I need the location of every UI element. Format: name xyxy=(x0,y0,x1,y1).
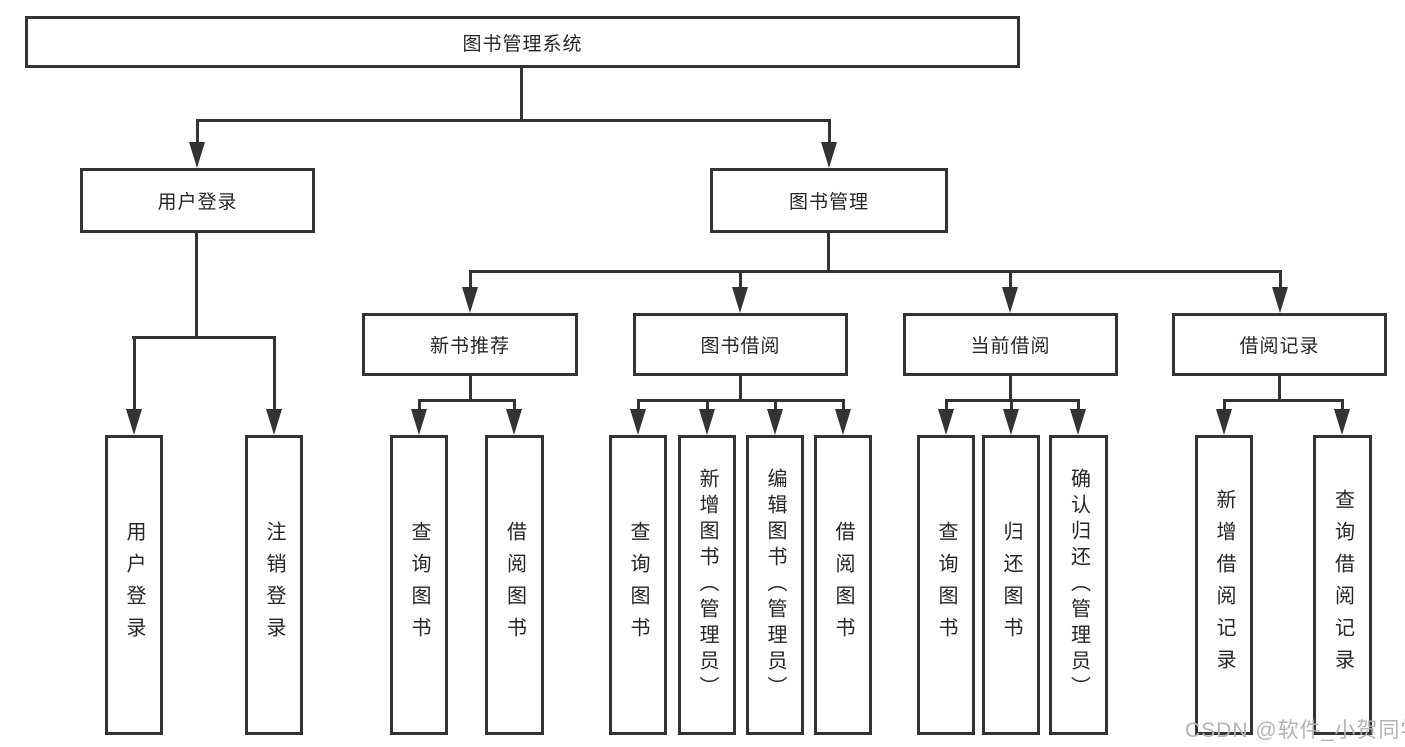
leaf-confirm-return-admin: 确认归还（管理员） xyxy=(1049,435,1108,735)
leaf-user-login: 用户登录 xyxy=(105,435,163,735)
leaf-query-book-3: 查询图书 xyxy=(917,435,975,735)
connector-line xyxy=(273,336,276,412)
arrow-down-icon xyxy=(462,287,478,313)
connector-line xyxy=(1009,376,1012,402)
arrow-down-icon xyxy=(821,142,837,168)
connector-line xyxy=(520,68,523,122)
leaf-return-book: 归还图书 xyxy=(982,435,1040,735)
node-user-login: 用户登录 xyxy=(80,168,315,233)
connector-line xyxy=(774,399,777,412)
connector-line xyxy=(827,233,830,273)
connector-line xyxy=(1223,399,1344,402)
connector-line xyxy=(1278,376,1281,402)
arrow-down-icon xyxy=(1002,287,1018,313)
connector-line xyxy=(1279,270,1282,292)
connector-line xyxy=(513,399,516,412)
leaf-borrow-book-2: 借阅图书 xyxy=(814,435,872,735)
connector-line xyxy=(945,399,948,412)
leaf-query-book-2: 查询图书 xyxy=(609,435,667,735)
arrow-down-icon xyxy=(1334,409,1350,435)
connector-line xyxy=(418,399,421,412)
arrow-down-icon xyxy=(1272,287,1288,313)
arrow-down-icon xyxy=(506,409,522,435)
arrow-down-icon xyxy=(1003,409,1019,435)
connector-line xyxy=(1077,399,1080,412)
arrow-down-icon xyxy=(189,142,205,168)
connector-line xyxy=(195,233,198,339)
arrow-down-icon xyxy=(835,409,851,435)
leaf-query-book-1: 查询图书 xyxy=(390,435,448,735)
leaf-borrow-book-1: 借阅图书 xyxy=(485,435,544,735)
leaf-add-book-admin: 新增图书（管理员） xyxy=(678,435,736,735)
connector-line xyxy=(132,336,276,339)
connector-line xyxy=(739,376,742,402)
connector-line xyxy=(842,399,845,412)
connector-line xyxy=(418,399,516,402)
arrow-down-icon xyxy=(630,409,646,435)
connector-line xyxy=(706,399,709,412)
leaf-logout: 注销登录 xyxy=(245,435,303,735)
arrow-down-icon xyxy=(1216,409,1232,435)
leaf-add-borrow-record: 新增借阅记录 xyxy=(1195,435,1253,735)
node-book-borrow: 图书借阅 xyxy=(633,313,848,376)
node-borrow-records: 借阅记录 xyxy=(1172,313,1387,376)
connector-line xyxy=(637,399,844,402)
arrow-down-icon xyxy=(1070,409,1086,435)
connector-line xyxy=(1223,399,1226,412)
arrow-down-icon xyxy=(767,409,783,435)
connector-line xyxy=(469,270,1282,273)
connector-line xyxy=(1010,399,1013,412)
node-new-book-recommend: 新书推荐 xyxy=(362,313,578,376)
node-current-borrow: 当前借阅 xyxy=(903,313,1118,376)
connector-line xyxy=(828,119,831,145)
connector-line xyxy=(637,399,640,412)
node-book-management: 图书管理 xyxy=(710,168,948,233)
leaf-edit-book-admin: 编辑图书（管理员） xyxy=(746,435,804,735)
connector-line xyxy=(1341,399,1344,412)
node-root: 图书管理系统 xyxy=(25,16,1020,68)
connector-line xyxy=(1009,270,1012,292)
connector-line xyxy=(196,119,199,145)
arrow-down-icon xyxy=(699,409,715,435)
connector-line xyxy=(469,270,472,292)
arrow-down-icon xyxy=(126,409,142,435)
leaf-query-borrow-record: 查询借阅记录 xyxy=(1313,435,1372,735)
arrow-down-icon xyxy=(938,409,954,435)
connector-line xyxy=(196,119,831,122)
arrow-down-icon xyxy=(732,287,748,313)
connector-line xyxy=(133,336,136,412)
arrow-down-icon xyxy=(411,409,427,435)
csdn-watermark: CSDN @软件_小贺同学 xyxy=(1185,719,1405,742)
connector-line xyxy=(739,270,742,292)
arrow-down-icon xyxy=(266,409,282,435)
connector-line xyxy=(469,376,472,402)
